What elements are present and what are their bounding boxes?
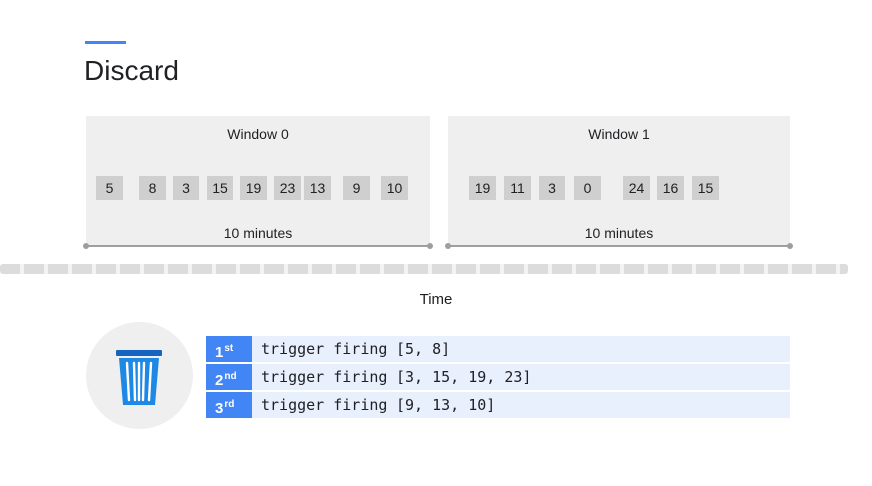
element-cell: 15 bbox=[692, 176, 719, 200]
ordinal-suffix: st bbox=[224, 343, 234, 354]
firing-ordinal-badge: 3rd bbox=[206, 392, 252, 418]
element-cell: 24 bbox=[623, 176, 650, 200]
trigger-firing-row: 3rd trigger firing [9, 13, 10] bbox=[206, 392, 790, 418]
span-endpoint-dot bbox=[427, 243, 433, 249]
span-endpoint-dot bbox=[445, 243, 451, 249]
firing-ordinal-badge: 1st bbox=[206, 336, 252, 362]
trigger-label: trigger firing bbox=[261, 396, 388, 414]
element-cell: 19 bbox=[469, 176, 496, 200]
window-duration: 10 minutes bbox=[584, 225, 654, 241]
ordinal-number: 2 bbox=[215, 372, 224, 389]
window-title: Window 0 bbox=[227, 126, 289, 142]
window-0-panel: Window 0 5 8 3 15 19 23 13 9 10 10 minut… bbox=[86, 116, 430, 245]
ordinal-suffix: rd bbox=[224, 399, 235, 410]
time-axis-label: Time bbox=[419, 291, 453, 308]
trigger-values: [3, 15, 19, 23] bbox=[396, 368, 532, 386]
element-cell: 16 bbox=[657, 176, 684, 200]
trigger-label: trigger firing bbox=[261, 368, 388, 386]
element-cell: 23 bbox=[274, 176, 301, 200]
trigger-values: [5, 8] bbox=[396, 340, 451, 358]
element-cell: 11 bbox=[504, 176, 531, 200]
time-axis-band bbox=[0, 264, 848, 274]
trigger-firing-row: 2nd trigger firing [3, 15, 19, 23] bbox=[206, 364, 790, 390]
element-cell: 3 bbox=[539, 176, 565, 200]
window-title: Window 1 bbox=[588, 126, 650, 142]
element-cell: 13 bbox=[304, 176, 331, 200]
element-cell: 9 bbox=[343, 176, 370, 200]
ordinal-suffix: nd bbox=[224, 371, 237, 382]
element-cell: 5 bbox=[96, 176, 123, 200]
title-accent-bar bbox=[85, 41, 126, 44]
element-cell: 15 bbox=[207, 176, 233, 200]
window-0-span-line bbox=[86, 245, 430, 247]
ordinal-number: 3 bbox=[215, 400, 224, 417]
trigger-label: trigger firing bbox=[261, 340, 388, 358]
element-cell: 19 bbox=[240, 176, 267, 200]
element-cell: 3 bbox=[173, 176, 199, 200]
element-cell: 8 bbox=[139, 176, 166, 200]
ordinal-number: 1 bbox=[215, 344, 224, 361]
discard-icon-circle bbox=[86, 322, 193, 429]
window-1-panel: Window 1 19 11 3 0 24 16 15 10 minutes bbox=[448, 116, 790, 245]
window-1-span-line bbox=[448, 245, 790, 247]
trigger-values: [9, 13, 10] bbox=[396, 396, 496, 414]
page-title: Discard bbox=[84, 55, 179, 86]
window-duration: 10 minutes bbox=[223, 225, 293, 241]
firing-ordinal-badge: 2nd bbox=[206, 364, 252, 390]
span-endpoint-dot bbox=[83, 243, 89, 249]
element-cell: 0 bbox=[574, 176, 601, 200]
trigger-firing-row: 1st trigger firing [5, 8] bbox=[206, 336, 790, 362]
trash-can-icon bbox=[116, 350, 162, 405]
element-cell: 10 bbox=[381, 176, 408, 200]
span-endpoint-dot bbox=[787, 243, 793, 249]
